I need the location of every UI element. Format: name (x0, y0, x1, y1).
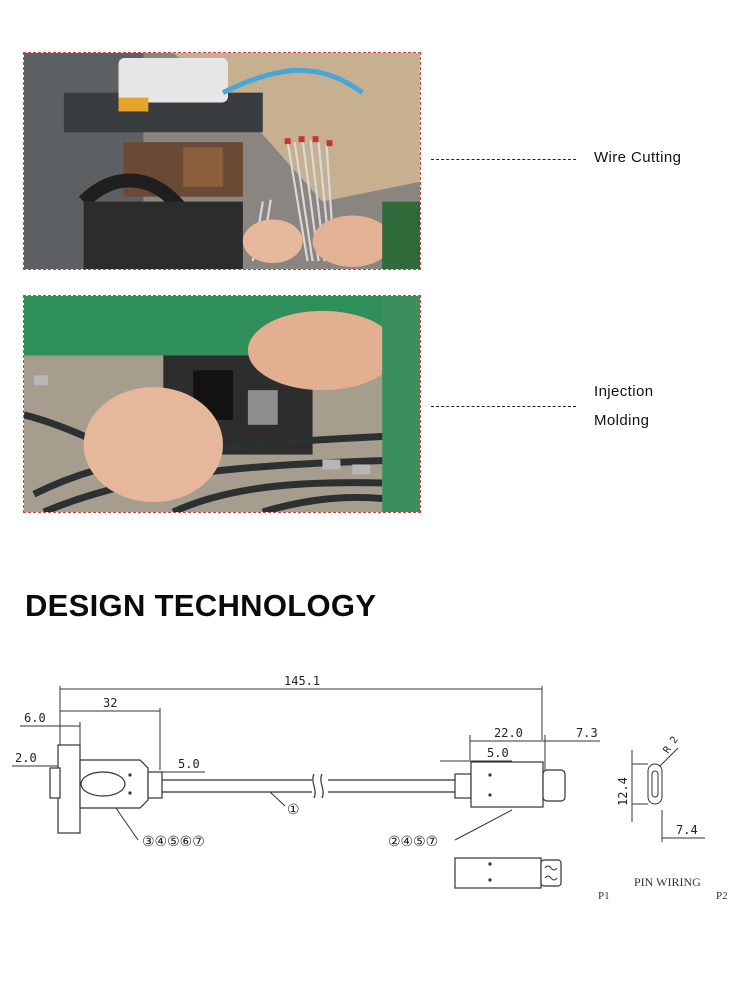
injection-molding-caption-line1: Injection (594, 383, 654, 400)
callout-right-parts: ②④⑤⑦ (388, 834, 438, 850)
dim-right-neck: 5.0 (487, 746, 509, 760)
pin-wiring-label: PIN WIRING (634, 875, 701, 889)
wire-cutting-illustration (24, 53, 420, 269)
dim-right-tip: 7.3 (576, 726, 598, 740)
dim-left-length: 32 (103, 696, 117, 710)
injection-molding-photo (23, 295, 421, 513)
wire-cutting-caption: Wire Cutting (594, 149, 682, 166)
p1-label: P1 (598, 890, 610, 902)
dim-port-width: 7.4 (676, 823, 698, 837)
cable-technical-drawing: 145.1 32 6.0 2.0 5.0 22.0 7.3 5.0 12.4 7… (12, 674, 728, 902)
section-title: DESIGN TECHNOLOGY (25, 588, 377, 623)
wire-cutting-photo (23, 52, 421, 270)
dim-port-radius: R 2 (661, 735, 680, 756)
wire-cutting-leader-line (431, 159, 576, 160)
dim-flange-edge: 2.0 (15, 751, 37, 765)
dim-flange-offset: 6.0 (24, 711, 46, 725)
p2-label: P2 (716, 890, 728, 902)
injection-molding-leader-line (431, 406, 576, 407)
dim-right-length: 22.0 (494, 726, 523, 740)
dim-total-length: 145.1 (284, 674, 320, 688)
dim-left-neck: 5.0 (178, 757, 200, 771)
injection-molding-illustration (24, 296, 420, 512)
dim-port-height: 12.4 (616, 777, 630, 806)
injection-molding-caption-line2: Molding (594, 412, 650, 429)
callout-left-parts: ③④⑤⑥⑦ (142, 834, 205, 850)
callout-cable: ① (287, 802, 300, 818)
